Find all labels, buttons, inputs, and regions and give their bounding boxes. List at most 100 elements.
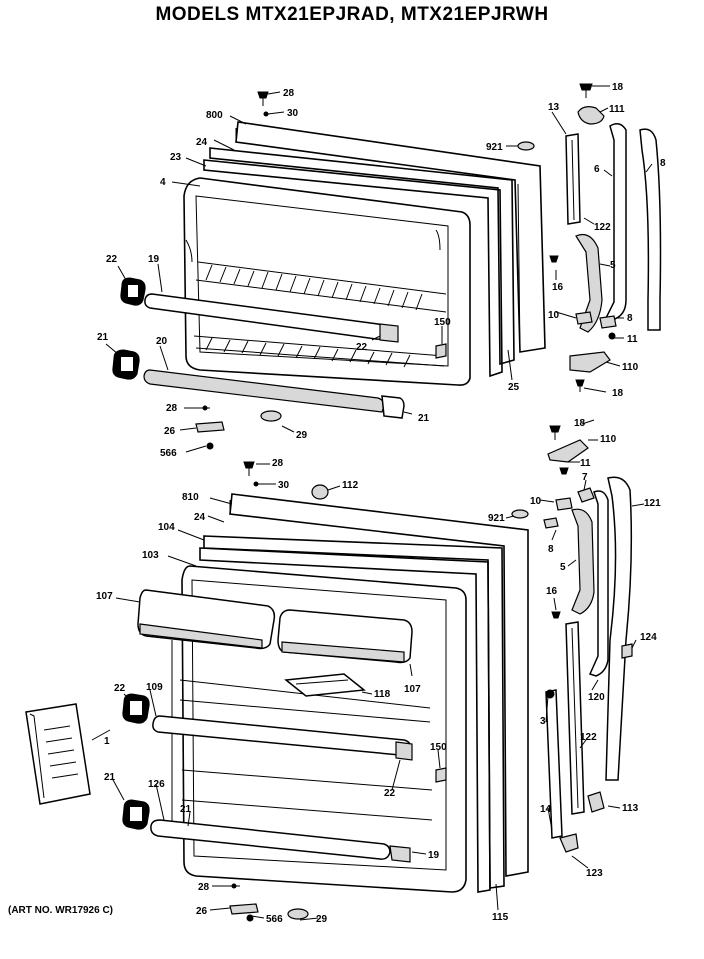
- callout-label: 109: [146, 682, 163, 693]
- callout-label: 8: [660, 158, 666, 169]
- hinge-shim-26-upper: [195, 421, 225, 433]
- callout-label: 28: [283, 88, 295, 99]
- callout-label: 4: [160, 177, 166, 188]
- callout-label: 112: [342, 480, 359, 491]
- callout-label: 921: [488, 513, 505, 524]
- callout-label: 566: [160, 448, 177, 459]
- callout-label: 123: [586, 868, 603, 879]
- handle-bracket-5-lower: [571, 508, 595, 615]
- fresh-food-inner-door: [181, 565, 467, 893]
- callout-label: 26: [196, 906, 208, 917]
- callout-label: 22: [384, 788, 396, 799]
- bottom-hinge-123: [559, 833, 579, 853]
- callout-label: 21: [104, 772, 116, 783]
- callout-label: 107: [96, 591, 113, 602]
- plug-29-lower: [287, 908, 309, 920]
- callout-label: 113: [622, 803, 639, 814]
- callout-label: 110: [600, 434, 617, 445]
- plug-29-upper: [260, 410, 282, 422]
- shelf-cap-22c: [395, 741, 413, 761]
- freezer-shelf-bar-upper: [144, 293, 388, 340]
- fresh-food-shelf-bar-upper: [152, 715, 412, 756]
- leader-lines: [91, 85, 653, 921]
- freezer-door-assembly: [112, 91, 546, 450]
- callout-label: 21: [418, 413, 430, 424]
- callout-label: 8: [548, 544, 554, 555]
- callout-label: 25: [508, 382, 520, 393]
- callout-label: 26: [164, 426, 176, 437]
- callout-label: 8: [627, 313, 633, 324]
- callout-label: 10: [548, 310, 560, 321]
- callout-label: 7: [582, 472, 588, 483]
- callout-label: 22: [356, 342, 368, 353]
- callout-label: 24: [196, 137, 208, 148]
- handle-120: [588, 490, 609, 677]
- callout-label: 18: [612, 388, 624, 399]
- callout-label: 19: [428, 850, 440, 861]
- callout-label: 29: [316, 914, 328, 925]
- callout-label: 6: [594, 164, 600, 175]
- callout-label: 13: [548, 102, 560, 113]
- callout-label: 5: [610, 260, 616, 271]
- freezer-inner-door: [183, 177, 471, 386]
- callout-label: 122: [580, 732, 597, 743]
- center-hinge-110: [547, 439, 589, 463]
- callout-label: 122: [594, 222, 611, 233]
- diagram-title: MODELS MTX21EPJRAD, MTX21EPJRWH: [155, 4, 549, 25]
- top-hinge-hardware: [549, 83, 662, 392]
- callout-label: 22: [114, 683, 126, 694]
- callout-label: 921: [486, 142, 503, 153]
- callout-label: 115: [492, 912, 509, 923]
- callout-label: 28: [166, 403, 178, 414]
- handle-trim-121: [605, 476, 633, 781]
- callout-labels: 28 30 800 24 23 4 921 18 111 13 6 8 122 …: [96, 82, 666, 925]
- bottom-hinge-hardware: [543, 425, 633, 853]
- callout-label: 14: [540, 804, 552, 815]
- owner-manual: [25, 703, 91, 805]
- callout-label: 22: [106, 254, 118, 265]
- handle-bracket-5: [575, 233, 603, 333]
- callout-label: 18: [612, 82, 624, 93]
- callout-label: 118: [374, 689, 391, 700]
- callout-label: 104: [158, 522, 175, 533]
- callout-label: 1: [104, 736, 110, 747]
- callout-label: 11: [580, 458, 591, 469]
- callout-label: 28: [198, 882, 210, 893]
- callout-label: 16: [546, 586, 558, 597]
- egg-tray-118: [284, 673, 366, 697]
- callout-label: 107: [404, 684, 421, 695]
- callout-label: 120: [588, 692, 605, 703]
- callout-label: 124: [640, 632, 657, 643]
- callout-label: 30: [278, 480, 290, 491]
- handle-trim-8: [639, 128, 662, 331]
- callout-label: 24: [194, 512, 206, 523]
- callout-label: 566: [266, 914, 283, 925]
- bottom-hinge-113: [587, 791, 605, 813]
- fresh-food-door-assembly: [25, 461, 529, 922]
- callout-label: 16: [552, 282, 564, 293]
- callout-label: 150: [430, 742, 447, 753]
- handle-trim-14: [545, 689, 563, 839]
- callout-label: 30: [287, 108, 299, 119]
- callout-label: 3: [540, 716, 546, 727]
- callout-label: 800: [206, 110, 223, 121]
- callout-label: 21: [180, 804, 192, 815]
- freezer-door-liner-frame: [203, 159, 503, 378]
- freezer-door-gasket: [209, 147, 515, 366]
- callout-label: 810: [182, 492, 199, 503]
- callout-label: 5: [560, 562, 566, 573]
- fresh-food-door-liner-frame: [199, 547, 491, 893]
- callout-label: 103: [142, 550, 159, 561]
- callout-label: 126: [148, 779, 165, 790]
- hinge-shim-26-lower: [229, 903, 259, 915]
- callout-label: 10: [530, 496, 542, 507]
- freezer-shelf-bar-lower: [143, 369, 385, 413]
- art-number: (ART NO. WR17926 C): [8, 905, 114, 916]
- top-hinge-110: [569, 351, 611, 373]
- callout-label: 28: [272, 458, 284, 469]
- hinge-cam-111: [577, 106, 605, 125]
- callout-label: 110: [622, 362, 639, 373]
- callout-label: 29: [296, 430, 308, 441]
